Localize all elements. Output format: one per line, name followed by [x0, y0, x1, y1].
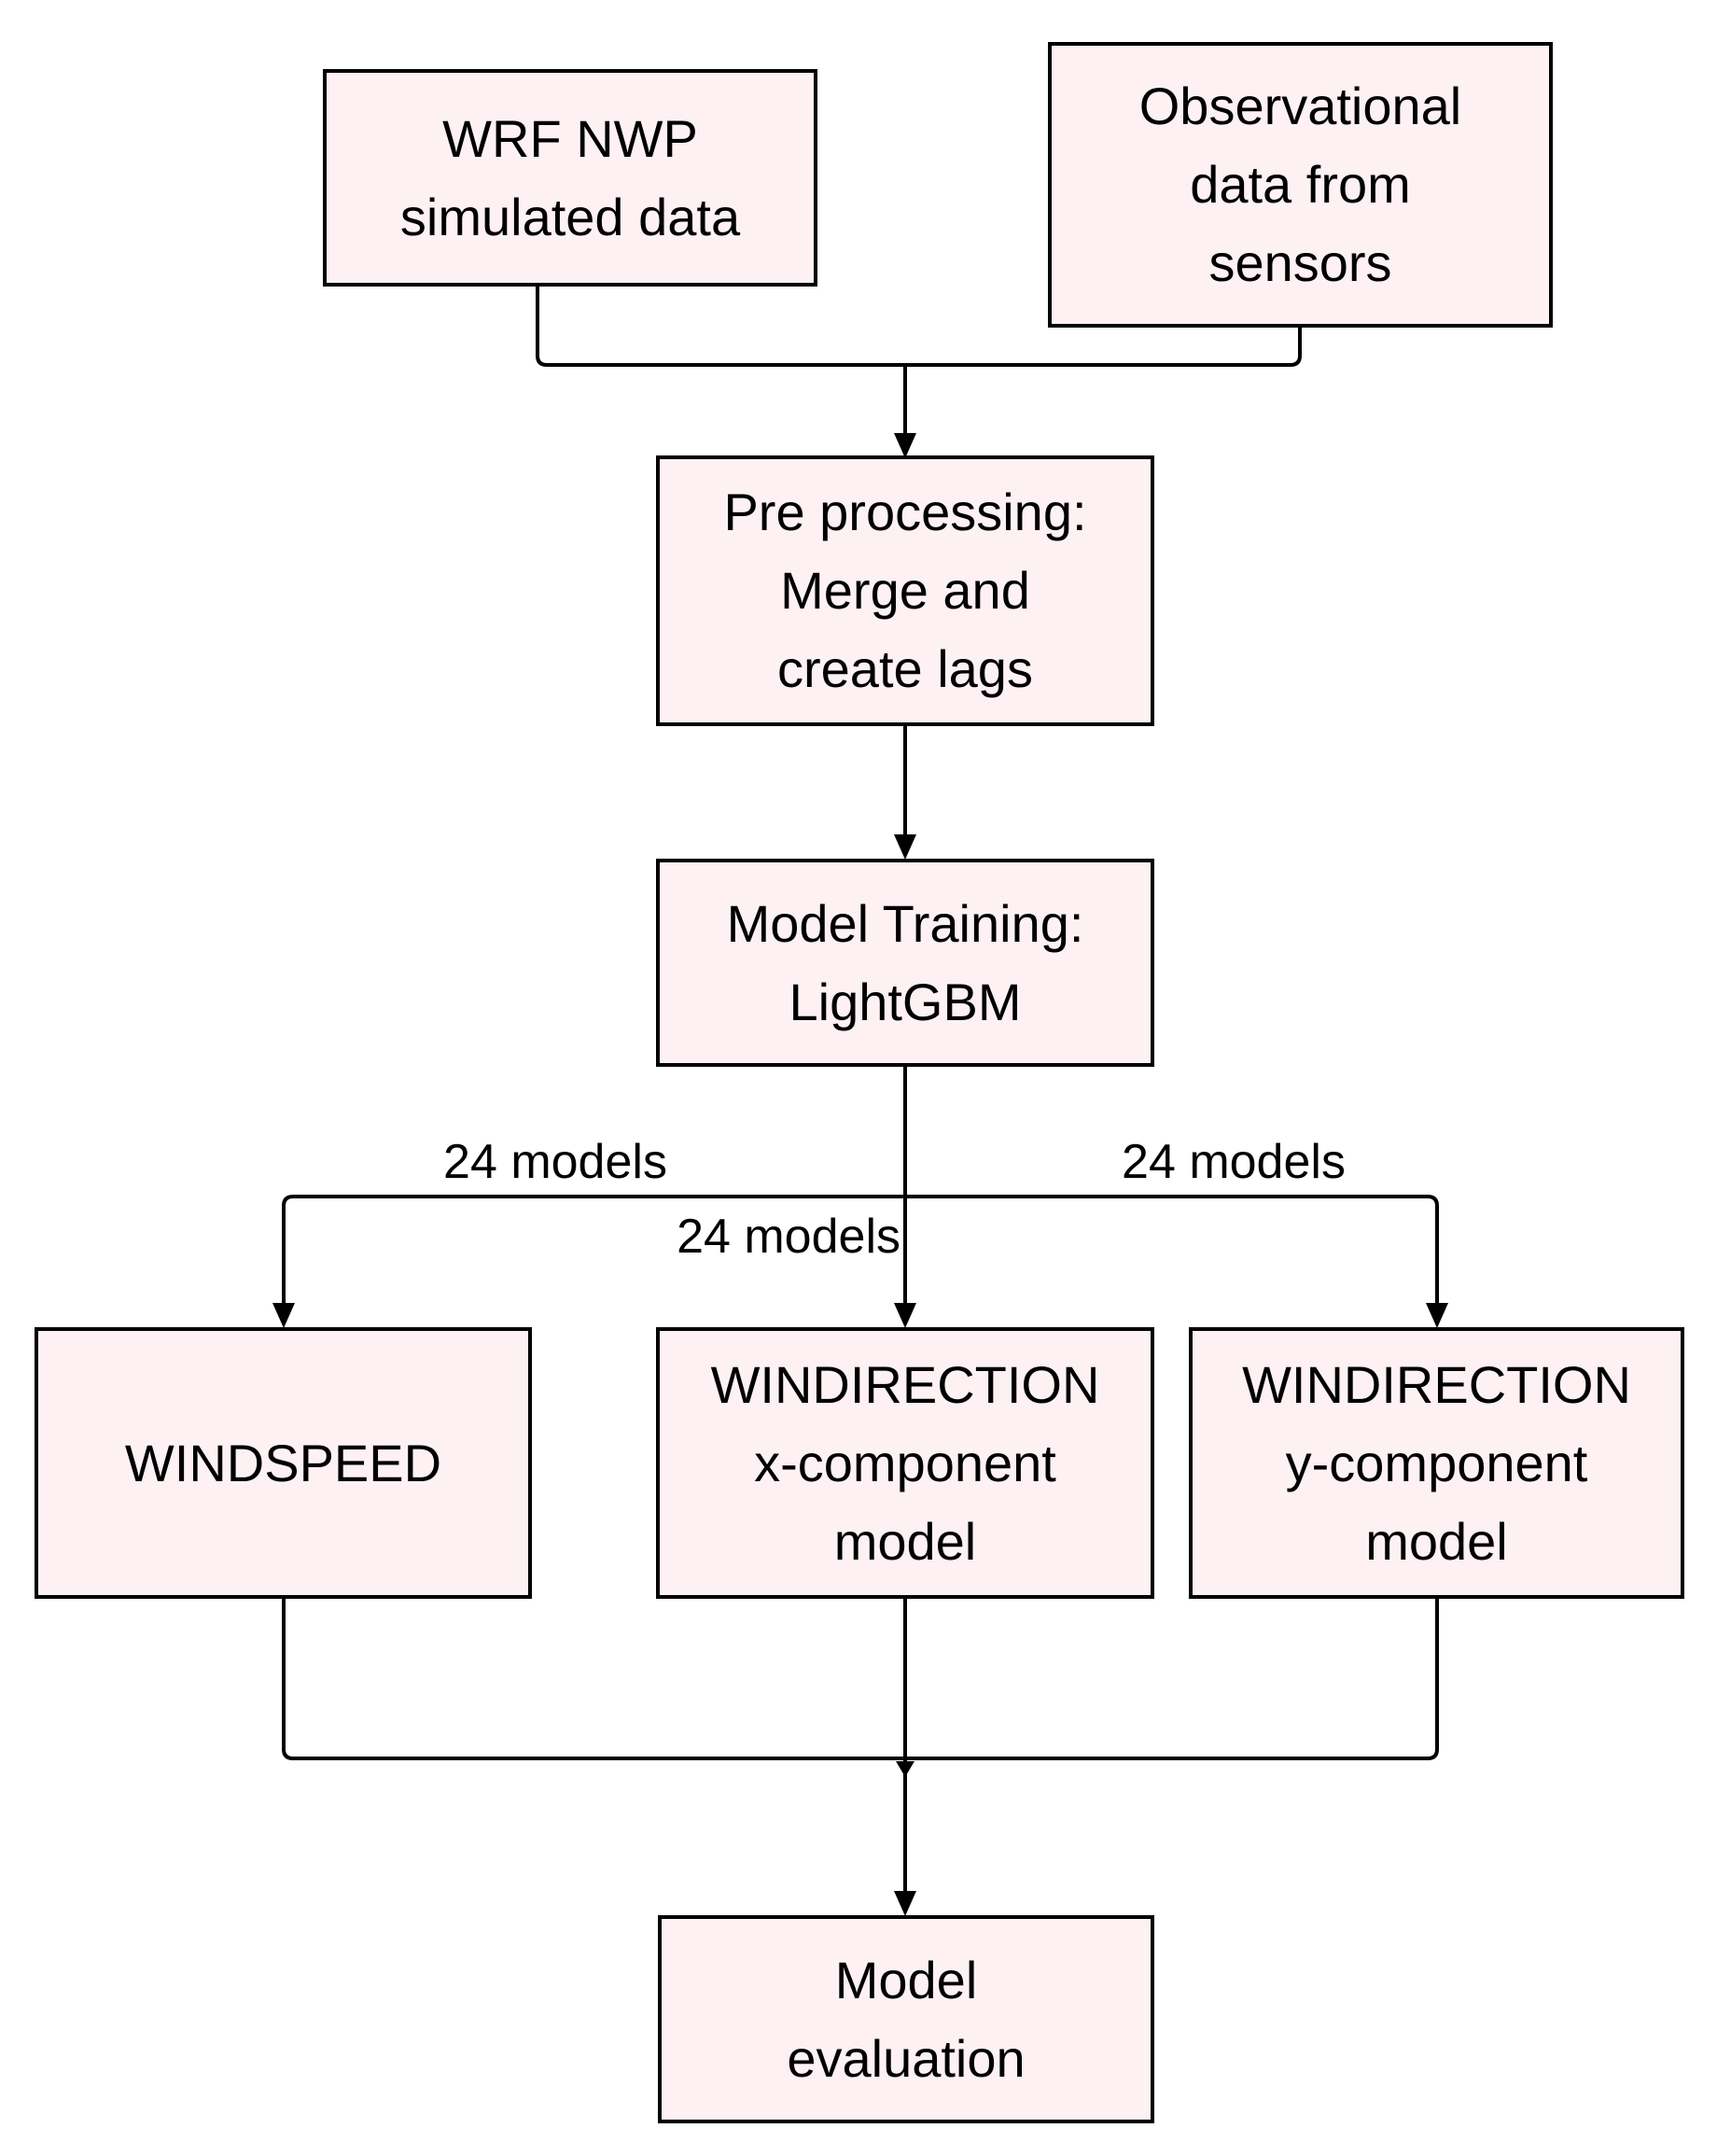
node-preprocessing-label: Pre processing: Merge and create lags — [723, 483, 1087, 698]
edge-training-to-windspeed — [282, 1195, 905, 1303]
node-wrf-nwp-data-label: WRF NWP simulated data — [399, 108, 741, 246]
arrowhead-evaluation — [894, 1891, 916, 1916]
node-model-training-label: Model Training: LightGBM — [726, 893, 1084, 1031]
arrowhead-ycomp — [1426, 1303, 1448, 1328]
edge-windspeed-to-eval — [282, 1599, 905, 1760]
node-windirection-x-component: WINDIRECTION x-component model — [656, 1327, 1154, 1599]
arrowhead-training — [894, 834, 916, 860]
edge-ycomp-to-eval — [905, 1599, 1439, 1760]
node-model-evaluation-label: Model evaluation — [787, 1950, 1026, 2088]
edge-label-24-models-left: 24 models — [443, 1135, 667, 1189]
edge-label-24-models-center: 24 models — [677, 1210, 900, 1264]
node-model-evaluation: Model evaluation — [658, 1915, 1154, 2123]
arrowhead-preprocessing — [894, 433, 916, 458]
node-windirection-y-component-label: WINDIRECTION y-component model — [1242, 1354, 1631, 1571]
node-observational-data: Observational data from sensors — [1048, 42, 1553, 328]
arrowhead-xcomp — [894, 1303, 916, 1328]
node-observational-data-label: Observational data from sensors — [1138, 77, 1462, 292]
node-windirection-x-component-label: WINDIRECTION x-component model — [710, 1354, 1100, 1571]
node-windspeed-model-label: WINDSPEED — [124, 1433, 442, 1492]
arrowhead-windspeed — [272, 1303, 295, 1328]
node-wrf-nwp-data: WRF NWP simulated data — [323, 69, 817, 287]
arrowhead-merge-junction — [896, 1761, 914, 1777]
edge-inputs-merge — [536, 287, 1302, 367]
node-preprocessing: Pre processing: Merge and create lags — [656, 455, 1154, 726]
edge-label-24-models-right: 24 models — [1122, 1135, 1346, 1189]
edge-training-to-ycomp — [905, 1195, 1439, 1303]
node-windspeed-model: WINDSPEED — [35, 1327, 532, 1599]
node-windirection-y-component: WINDIRECTION y-component model — [1189, 1327, 1684, 1599]
node-model-training: Model Training: LightGBM — [656, 859, 1154, 1067]
